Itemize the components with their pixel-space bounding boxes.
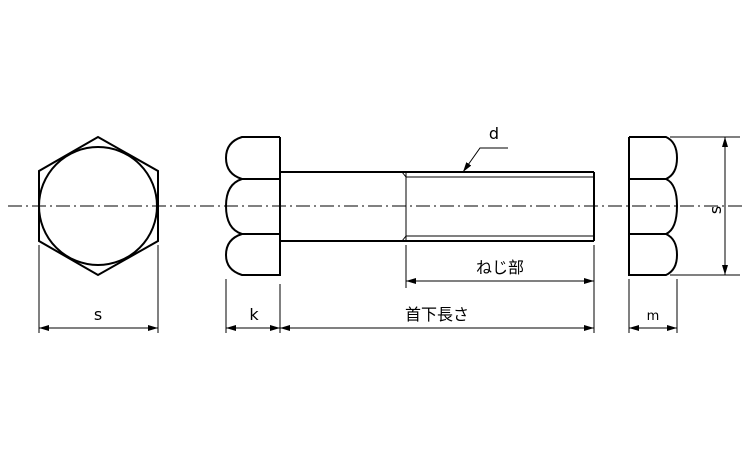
label-thread: ねじ部	[476, 258, 524, 277]
dim-length: 首下長さ	[280, 305, 594, 331]
label-k: k	[249, 305, 259, 324]
bolt-shank	[280, 171, 595, 242]
label-s-right: s	[706, 206, 725, 214]
hex-end-view	[38, 135, 159, 277]
head-side-view	[628, 136, 679, 276]
label-d: d	[489, 124, 499, 143]
label-s: s	[94, 305, 102, 324]
dim-thread: ねじ部	[405, 245, 595, 333]
dim-s-left: s	[38, 245, 159, 333]
dim-s-right: s	[670, 136, 740, 276]
dim-d: d	[462, 124, 508, 173]
label-m: m	[647, 309, 660, 324]
dim-m: m	[628, 279, 678, 333]
dim-k: k	[225, 279, 281, 333]
label-length: 首下長さ	[405, 305, 469, 324]
bolt-head	[224, 136, 281, 276]
